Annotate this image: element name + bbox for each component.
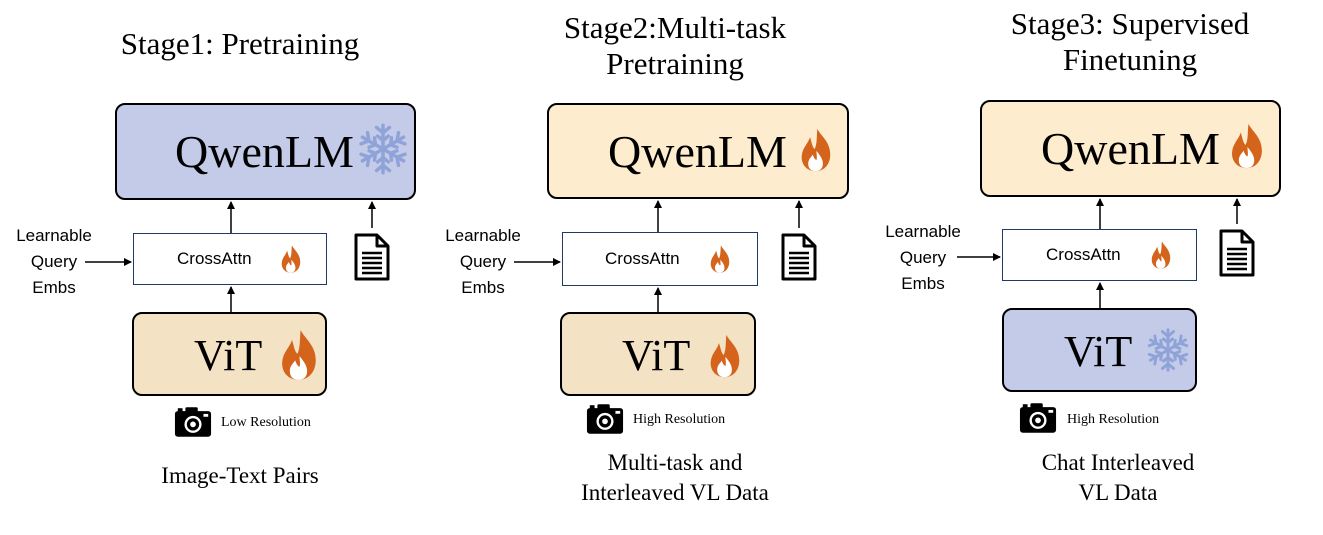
cross-attn-label: CrossAttn [177,249,252,268]
resolution-label: Low Resolution [221,415,311,430]
qwenlm-label: QwenLM [1041,123,1220,174]
stage-2: Stage2:Multi-task Pretraining QwenLM Cro… [430,0,870,535]
cross-attn-label: CrossAttn [1046,245,1121,264]
qwenlm-label: QwenLM [608,126,787,177]
cross-attn-box: CrossAttn [562,232,758,286]
learnable-query-label: Learnable Query Embs [445,226,521,297]
qwenlm-label: QwenLM [175,126,354,177]
vit-box: ViT [1002,308,1197,392]
qwenlm-box: QwenLM [547,103,849,199]
learnable-query-label: Learnable Query Embs [16,226,92,297]
qwenlm-box: QwenLM [980,100,1281,197]
stage-title: Stage1: Pretraining [120,26,360,61]
learnable-query-label: Learnable Query Embs [885,222,961,293]
stage-3: Stage3: Supervised Finetuning QwenLM Cro… [870,0,1323,535]
stage-title: Stage2:Multi-task Pretraining [563,10,787,81]
cross-attn-box: CrossAttn [133,233,327,285]
stage-1: Stage1: Pretraining QwenLM CrossAttn ViT… [0,0,440,535]
vit-label: ViT [194,331,263,380]
vit-box: ViT [560,312,756,396]
vit-box: ViT [132,312,327,396]
cross-attn-label: CrossAttn [605,249,680,268]
vit-label: ViT [1064,327,1133,376]
data-label: Image-Text Pairs [161,463,319,488]
resolution-label: High Resolution [633,412,726,427]
resolution-label: High Resolution [1067,412,1160,427]
vit-label: ViT [622,331,691,380]
data-label: Chat Interleaved VL Data [1041,450,1195,505]
qwenlm-box: QwenLM [115,103,416,200]
cross-attn-box: CrossAttn [1002,229,1197,281]
data-label: Multi-task and Interleaved VL Data [581,450,769,505]
stage-title: Stage3: Supervised Finetuning [1010,6,1250,77]
